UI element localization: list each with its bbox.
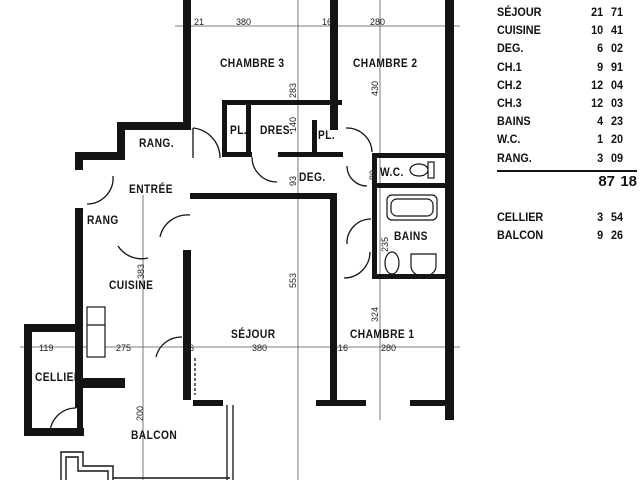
dim-dres-depth: 140 <box>288 116 298 132</box>
dim-wc-depth: 80 <box>368 169 378 180</box>
room-label-chambre1: CHAMBRE 1 <box>350 327 415 341</box>
dim-chambre3-width: 380 <box>236 17 252 27</box>
dim-cellier-width: 119 <box>39 343 54 353</box>
area-row-bains: BAINS 4 23 <box>497 114 623 129</box>
room-label-entree: ENTRÉE <box>129 182 173 196</box>
room-label-bains: BAINS <box>394 229 428 243</box>
room-label-pl-right: PL. <box>318 128 336 142</box>
room-label-wc: W.C. <box>380 165 404 179</box>
room-label-cellier: CELLIER <box>35 370 82 384</box>
dim-sejour-width: 380 <box>252 343 268 353</box>
room-label-chambre3: CHAMBRE 3 <box>220 56 285 70</box>
room-label-chambre2: CHAMBRE 2 <box>353 56 418 70</box>
area-row-rang: RANG. 3 09 <box>497 150 623 165</box>
area-total: 87 18 <box>598 172 637 190</box>
area-row-sejour: SÉJOUR 21 71 <box>497 5 623 19</box>
area-table: SÉJOUR 21 71 CUISINE 10 41 DEG. 6 02 CH.… <box>497 5 637 246</box>
room-label-rang-top: RANG. <box>139 136 174 150</box>
dim-deg-depth: 93 <box>288 175 298 186</box>
dim-bains-depth: 235 <box>380 236 390 252</box>
sanitary-fixtures <box>86 161 438 358</box>
dim-top-partition: 16 <box>322 17 333 27</box>
door-swings <box>49 127 373 480</box>
dim-sejour-left-wall: 16 <box>184 343 195 353</box>
dim-chambre2-depth: 430 <box>370 80 380 96</box>
dim-chambre1-width: 280 <box>381 343 397 353</box>
area-row-cellier: CELLIER 3 54 <box>497 209 623 224</box>
dim-cuisine-width: 275 <box>116 343 132 353</box>
room-label-sejour: SÉJOUR <box>231 327 276 341</box>
dim-cuisine-depth: 383 <box>136 263 146 279</box>
room-label-pl-left: PL. <box>230 123 248 137</box>
area-row-ch1: CH.1 9 91 <box>497 59 623 74</box>
area-row-cuisine: CUISINE 10 41 <box>497 23 623 38</box>
area-row-balcon: BALCON 9 26 <box>497 227 623 242</box>
total-divider <box>497 169 637 172</box>
dim-chambre1-left-wall: 16 <box>338 343 349 353</box>
room-label-balcon: BALCON <box>131 428 178 442</box>
dim-sejour-depth: 553 <box>288 272 298 288</box>
dim-chambre3-depth: 283 <box>288 82 298 98</box>
balcony-railing <box>60 451 230 480</box>
dim-chambre2-width: 280 <box>370 17 386 27</box>
room-label-dres: DRES. <box>260 123 294 137</box>
room-label-cuisine: CUISINE <box>109 278 154 292</box>
area-row-wc: W.C. 1 20 <box>497 132 623 147</box>
area-row-ch2: CH.2 12 04 <box>497 77 623 92</box>
dim-balcon-depth: 200 <box>135 405 145 421</box>
room-label-deg: DEG. <box>299 170 326 184</box>
room-label-rang-left: RANG <box>87 213 119 227</box>
dim-top-wall-left: 21 <box>194 17 205 27</box>
area-row-ch3: CH.3 12 03 <box>497 95 623 110</box>
area-row-deg: DEG. 6 02 <box>497 41 623 56</box>
dim-chambre1-depth: 324 <box>370 306 380 322</box>
